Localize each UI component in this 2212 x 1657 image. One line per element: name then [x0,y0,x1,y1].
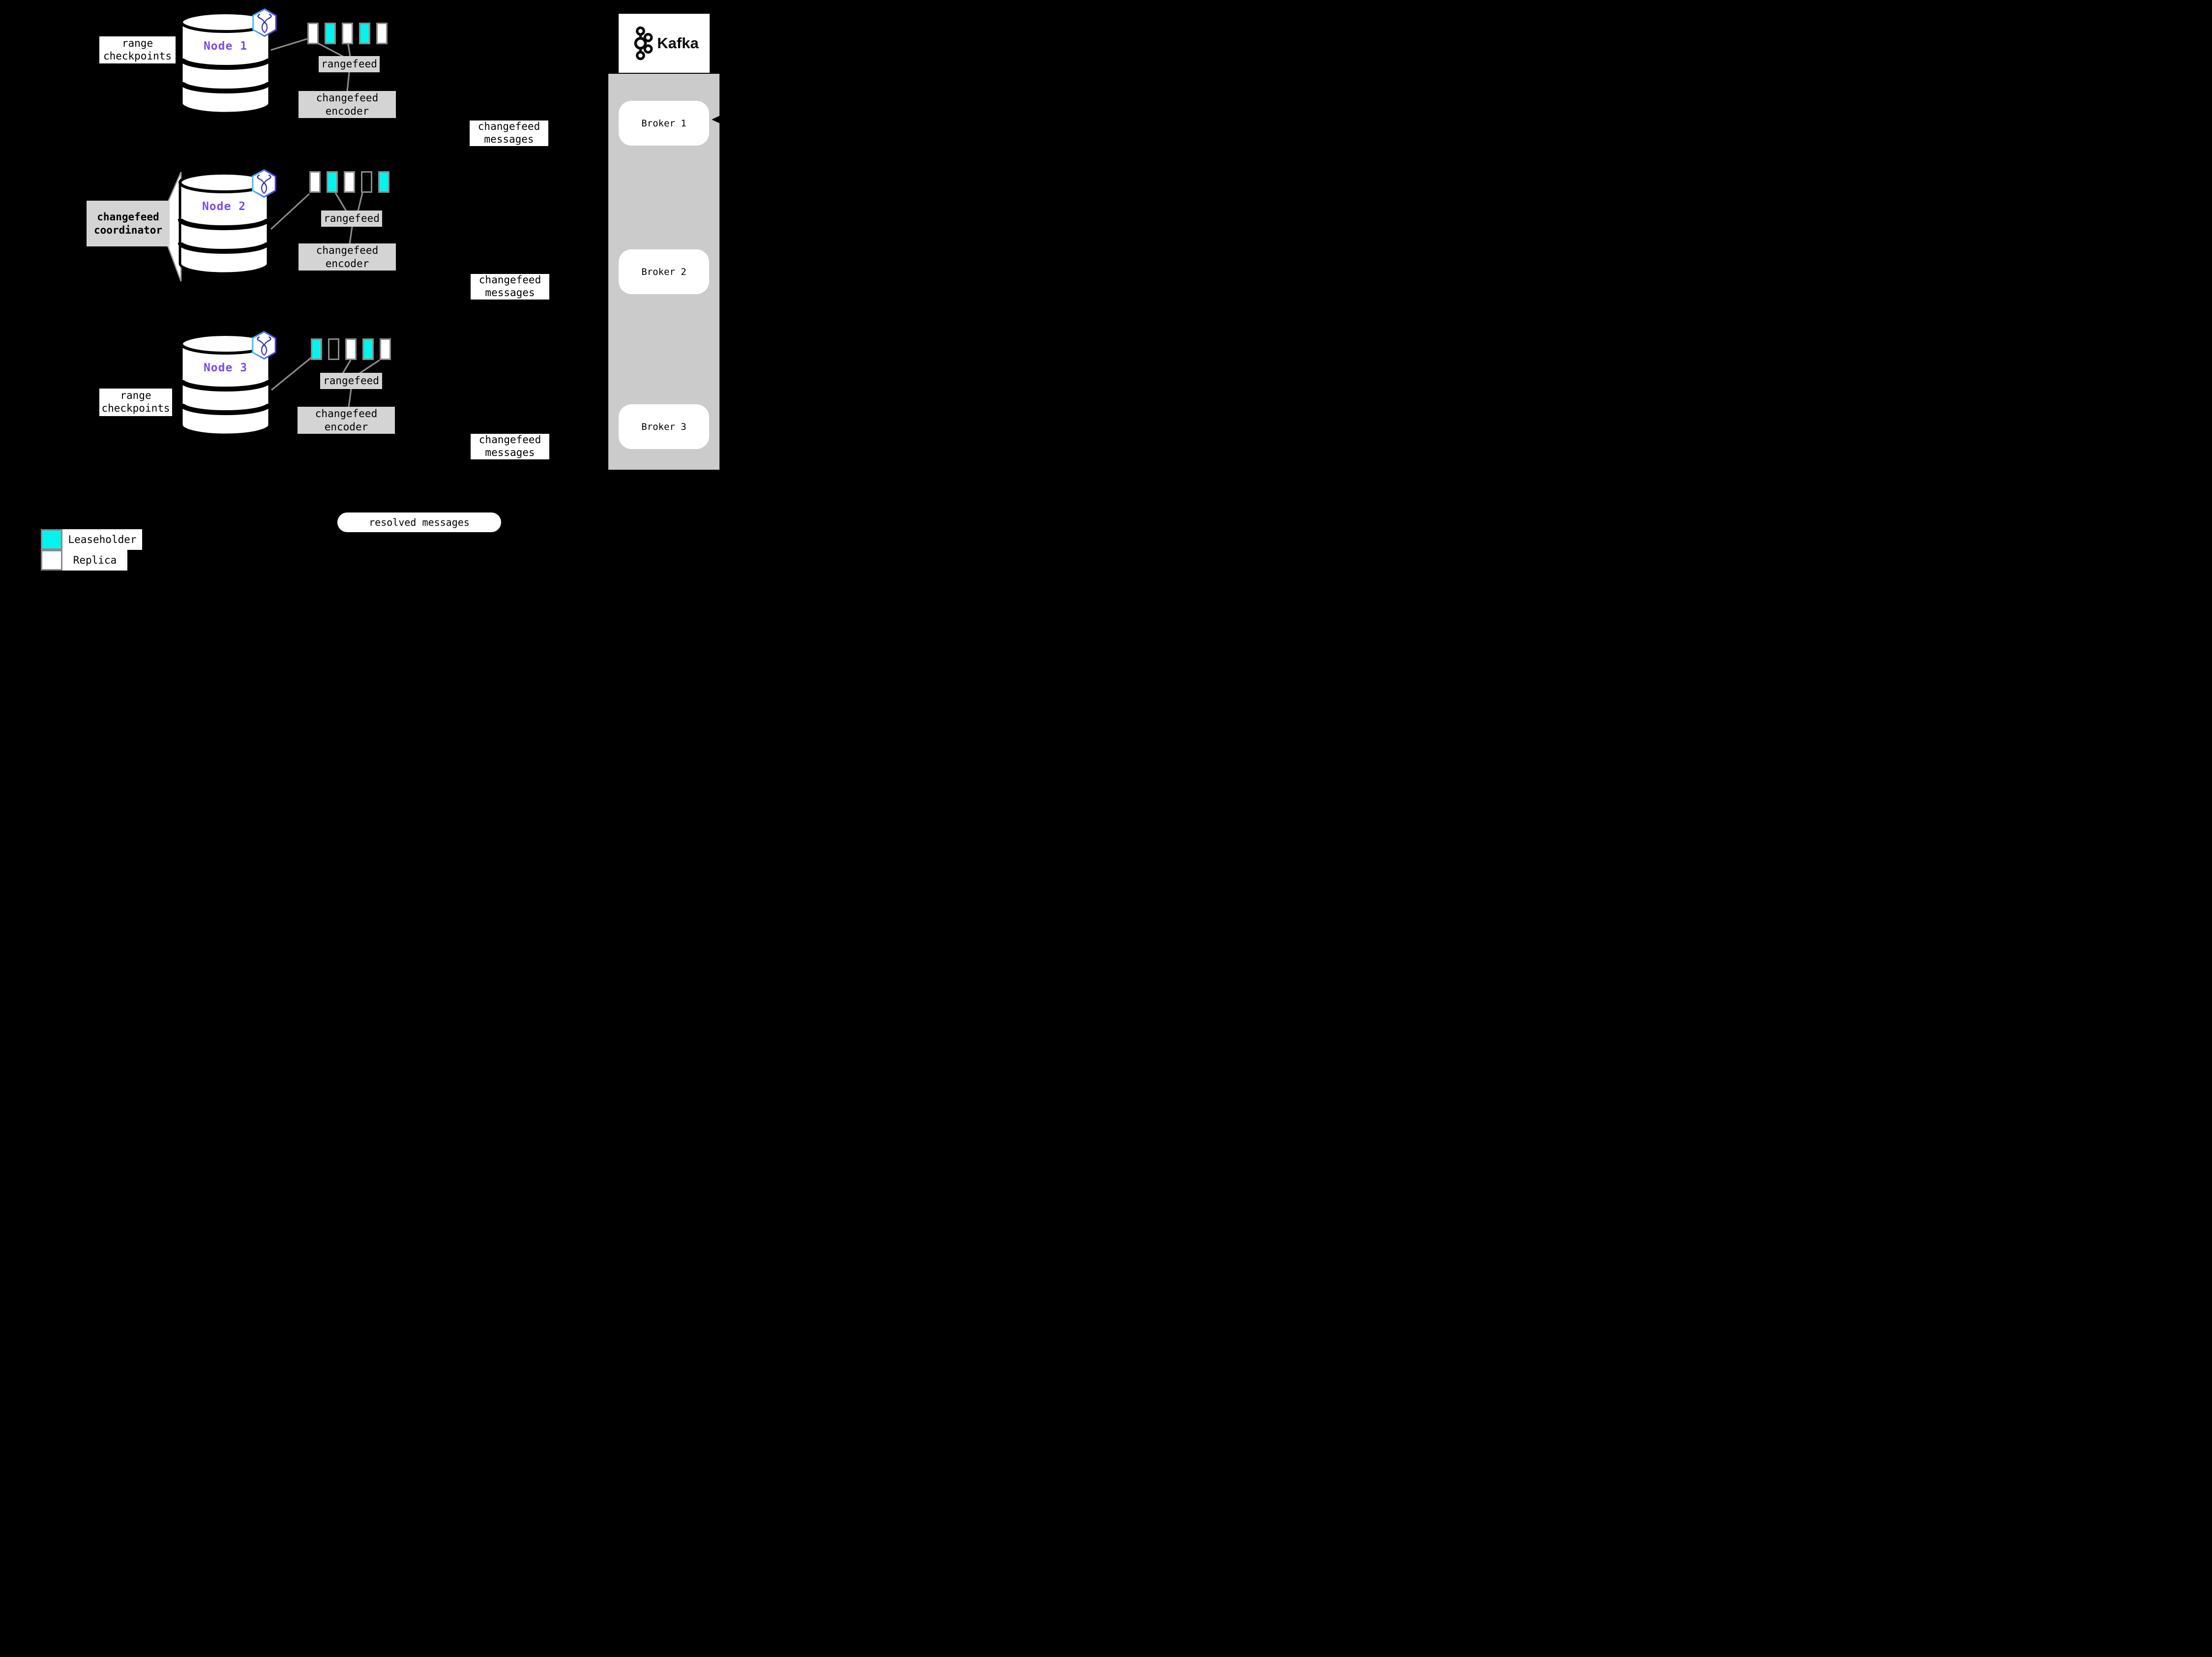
legend-swatch-leaseholder [41,529,62,550]
range-square-replica [345,338,357,360]
range-square-empty [328,338,339,360]
range-square-leaseholder [378,171,389,193]
legend-swatch-replica [41,550,62,571]
range-square-replica [344,171,355,193]
range-checkpoints-label-3: range checkpoints [99,389,172,416]
legend-label-replica: Replica [62,550,127,571]
range-square-leaseholder [327,171,338,193]
legend-label-leaseholder: Leaseholder [62,529,142,550]
changefeed-encoder-box-3: changefeed encoder [298,407,395,434]
cockroachdb-logo-icon [252,169,276,198]
range-square-leaseholder [362,338,374,360]
range-checkpoints-label-1: range checkpoints [99,36,176,63]
rangefeed-box-3: rangefeed [320,373,382,389]
resolved-messages-pill: resolved messages [337,512,501,532]
changefeed-architecture-diagram: range checkpoints Node 1 rangefeed chang… [0,0,771,577]
range-square-leaseholder [325,23,336,44]
changefeed-coordinator-callout: changefeed coordinator [87,201,170,246]
node-1-cylinder [179,11,271,114]
kafka-title: Kafka [657,34,699,52]
node-2-ranges-row [309,171,389,193]
kafka-logo-icon [634,26,653,60]
rangefeed-box-1: rangefeed [319,56,380,72]
cockroachdb-logo-icon [252,331,276,360]
broker-2-box: Broker 2 [619,249,709,294]
node-3-label: Node 3 [203,362,248,374]
node-1-ranges-row [307,23,388,44]
changefeed-messages-label-3: changefeed messages [471,434,549,459]
changefeed-messages-label-1: changefeed messages [470,121,548,146]
range-square-replica [342,23,353,44]
node-1-label: Node 1 [203,40,248,53]
broker-1-box: Broker 1 [619,101,709,146]
range-square-leaseholder [311,338,322,360]
cockroachdb-logo-icon [252,8,277,37]
broker-3-box: Broker 3 [619,404,709,449]
node-3-cylinder [179,333,271,435]
node-3-ranges-row [311,338,391,360]
node-2-label: Node 2 [202,200,246,213]
range-square-replica [380,338,391,360]
range-square-replica [376,23,388,44]
changefeed-encoder-box-2: changefeed encoder [299,243,396,271]
changefeed-encoder-box-1: changefeed encoder [299,91,396,118]
node-2-cylinder [178,172,270,274]
range-square-empty [361,171,372,193]
range-square-replica [309,171,321,193]
range-square-leaseholder [359,23,370,44]
kafka-logo-box: Kafka [619,14,710,73]
rangefeed-box-2: rangefeed [321,211,382,227]
range-square-replica [307,23,319,44]
changefeed-messages-label-2: changefeed messages [471,274,549,300]
